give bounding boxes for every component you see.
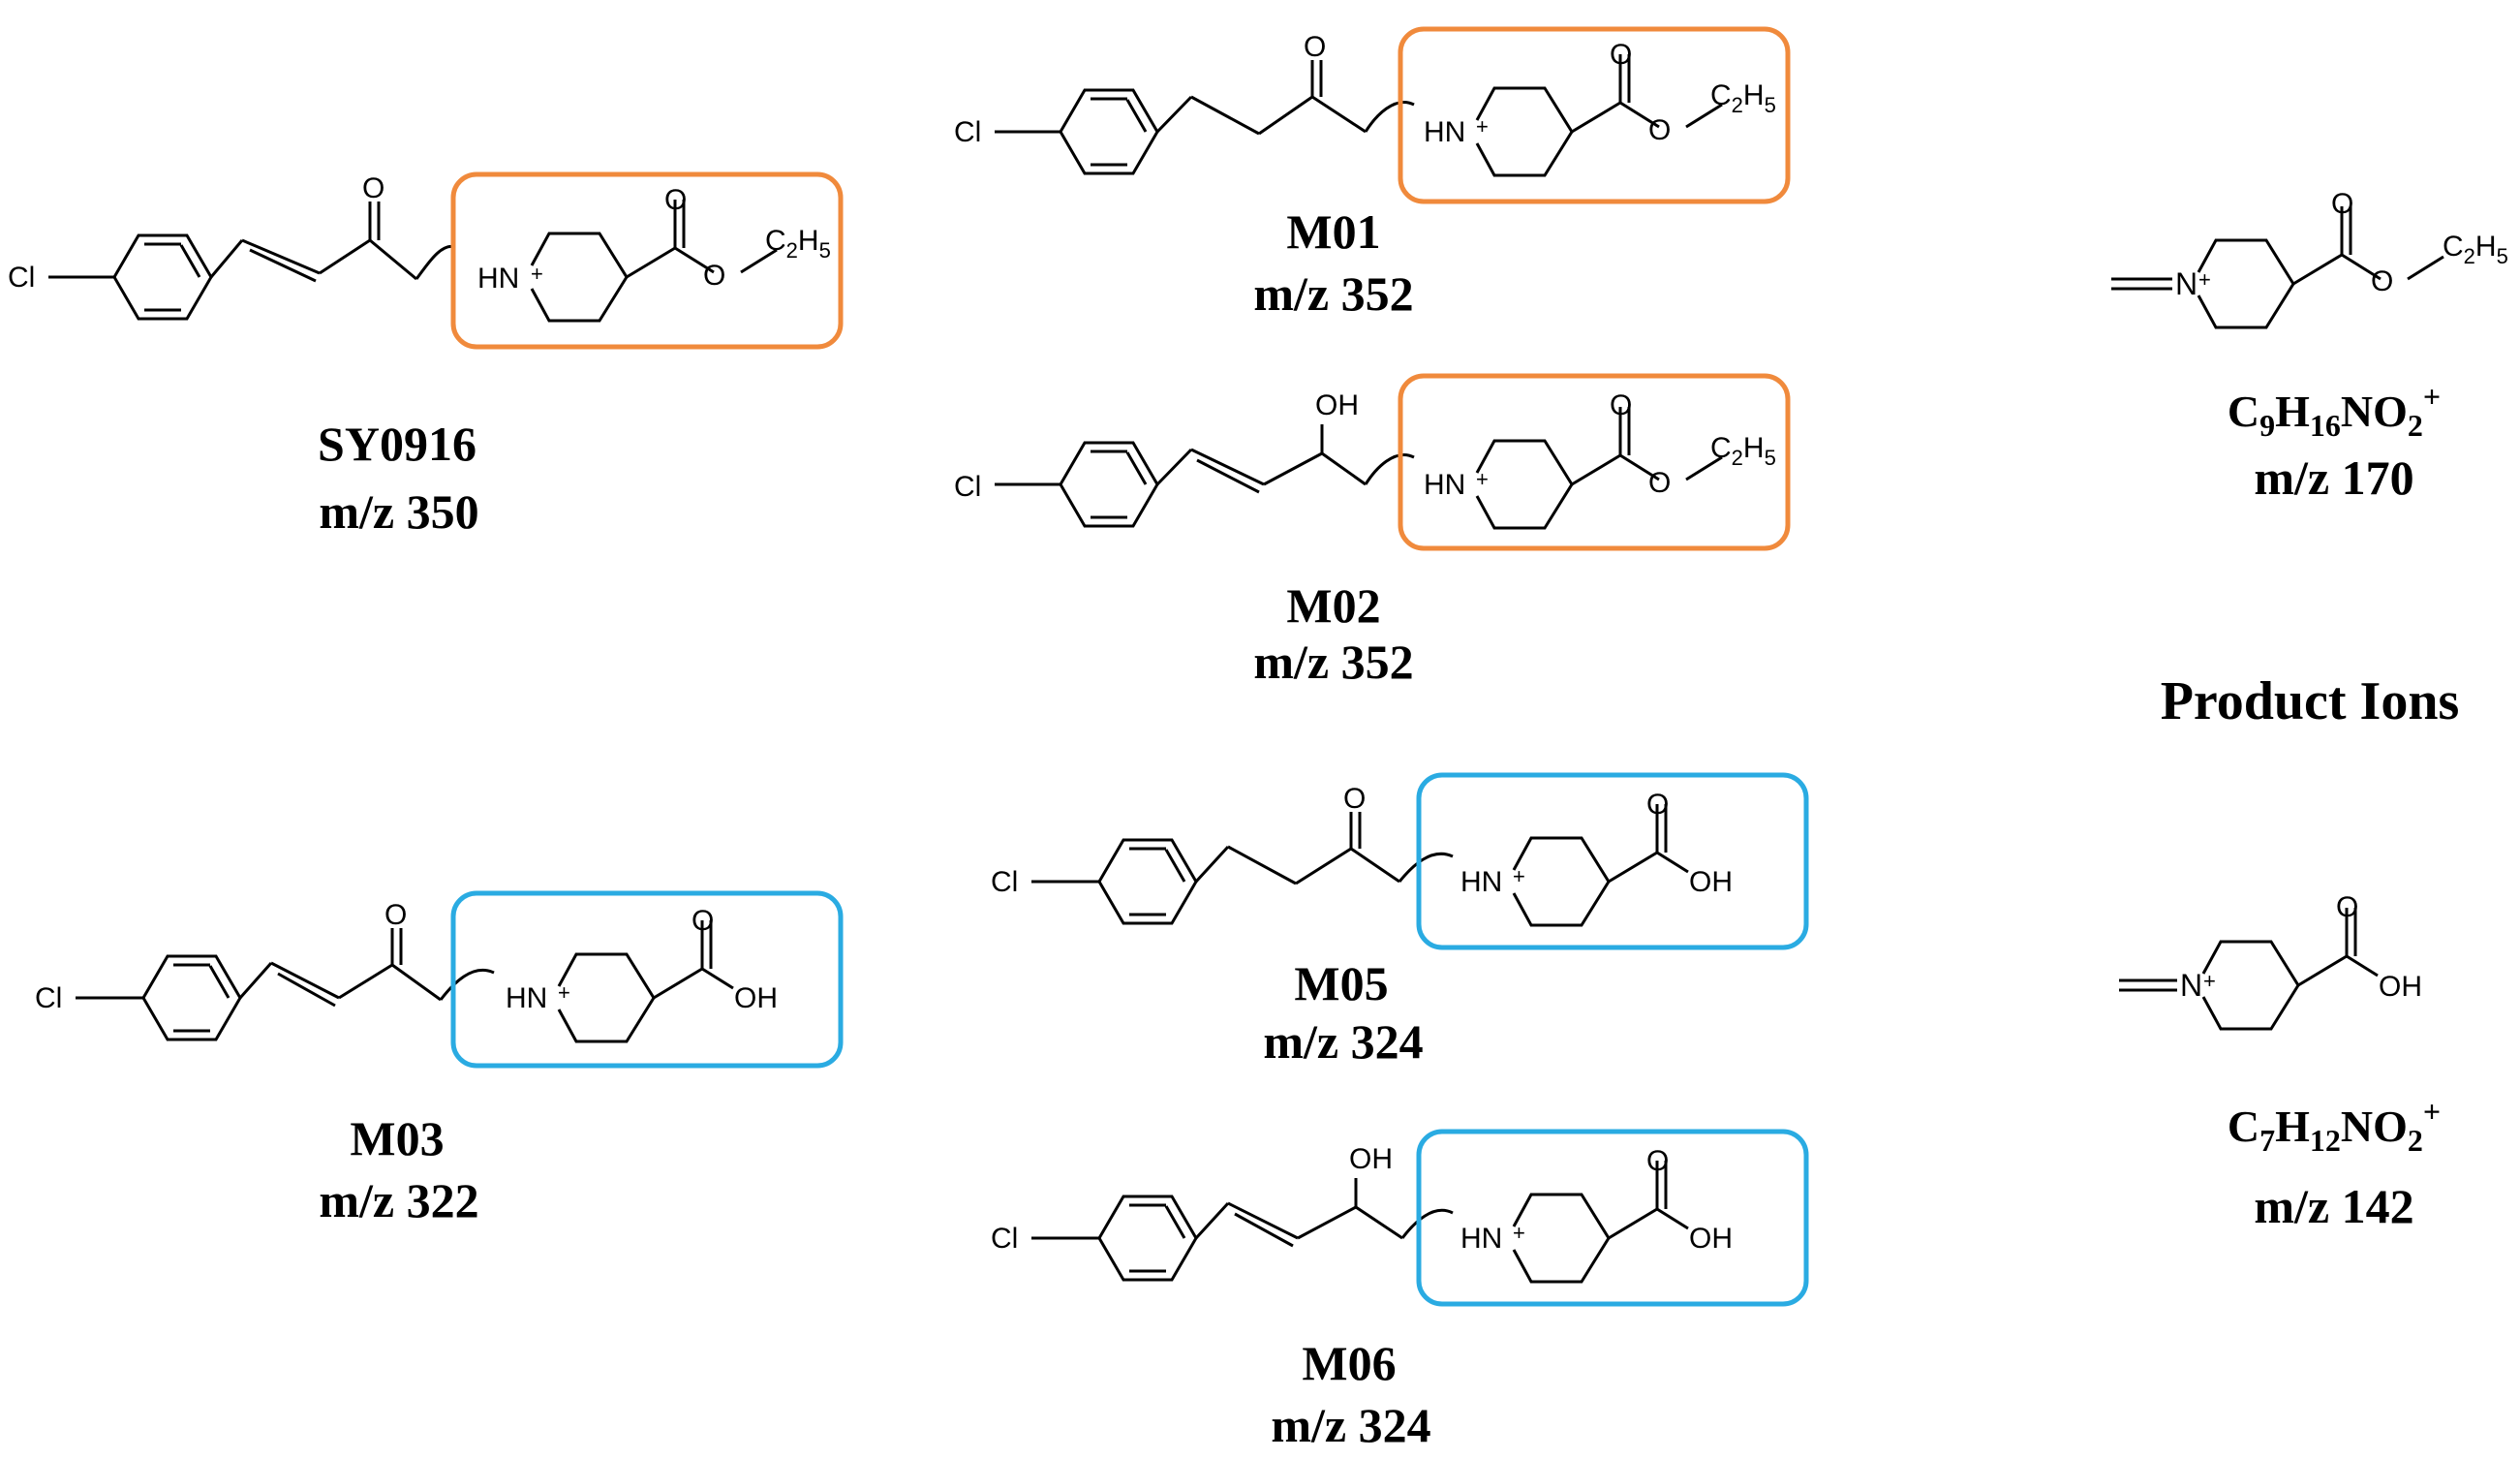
atom-oh: OH <box>1315 389 1359 421</box>
product-ions-heading: Product Ions <box>2161 671 2460 731</box>
structure-m06: Cl OH HN + O OH <box>991 1129 1809 1307</box>
product-ion-ester: N + O O C2H5 <box>2111 188 2508 329</box>
product-ion-acid: N + O OH <box>2119 891 2422 1031</box>
atom-cl: Cl <box>35 982 62 1014</box>
acid-moiety-box <box>450 890 844 1069</box>
structure-m01: Cl O HN + O O C2H5 <box>954 26 1791 204</box>
compound-mz: m/z 350 <box>319 484 478 539</box>
compound-mz: m/z 324 <box>1263 1014 1423 1069</box>
atom-o: O <box>664 184 687 216</box>
compound-id: SY0916 <box>318 417 476 471</box>
atom-o: O <box>362 172 384 204</box>
atom-o: O <box>1304 31 1326 63</box>
atom-hn: HN <box>1424 469 1465 501</box>
ethyl-group: C2H5 <box>765 225 831 263</box>
atom-o: O <box>1610 389 1632 421</box>
charge: + <box>2203 969 2216 993</box>
compound-id: M03 <box>350 1111 444 1165</box>
atom-o: O <box>2331 188 2353 220</box>
atom-o: O <box>2371 265 2393 297</box>
atom-o: O <box>1610 39 1632 71</box>
compound-id: M06 <box>1302 1336 1396 1390</box>
atom-n: N <box>2180 968 2202 1003</box>
ester-moiety-box <box>1398 26 1791 204</box>
charge: + <box>2198 267 2211 292</box>
atom-cl: Cl <box>954 471 981 503</box>
atom-o: O <box>1646 1145 1669 1177</box>
compound-id: M05 <box>1294 956 1388 1010</box>
atom-o: O <box>703 260 725 292</box>
ion-formula: C7H12NO2+ <box>2228 1094 2441 1158</box>
atom-hn: HN <box>506 982 547 1014</box>
atom-oh: OH <box>2379 971 2422 1003</box>
acid-moiety-box <box>1416 1129 1809 1307</box>
structure-m05: Cl O HN + O OH <box>991 772 1809 950</box>
ion-mz: m/z 142 <box>2254 1179 2413 1233</box>
compound-id: M02 <box>1286 578 1380 633</box>
atom-hn: HN <box>1424 116 1465 148</box>
atom-hn: HN <box>1460 1223 1502 1255</box>
atom-o: O <box>1343 783 1366 815</box>
compound-id: M01 <box>1286 204 1380 259</box>
charge: + <box>1513 1221 1525 1245</box>
atom-o: O <box>1648 467 1671 499</box>
compound-mz: m/z 324 <box>1271 1398 1430 1452</box>
atom-hn: HN <box>1460 866 1502 898</box>
structure-m02: Cl OH HN + O O C2H5 <box>954 373 1791 551</box>
structure-sy0916: Cl O HN + O O C2H5 <box>8 171 844 350</box>
atom-oh: OH <box>734 982 778 1014</box>
compound-mz: m/z 352 <box>1253 635 1413 689</box>
ester-moiety-box <box>1398 373 1791 551</box>
atom-o: O <box>1648 114 1671 146</box>
charge: + <box>1476 114 1489 139</box>
atom-cl: Cl <box>991 1223 1018 1255</box>
ester-moiety-box <box>450 171 844 350</box>
atom-cl: Cl <box>991 866 1018 898</box>
ion-formula: C9H16NO2+ <box>2228 379 2441 443</box>
charge: + <box>531 262 543 286</box>
ethyl-group: C2H5 <box>1710 432 1776 470</box>
atom-oh: OH <box>1689 866 1733 898</box>
atom-oh: OH <box>1349 1143 1393 1175</box>
atom-o: O <box>1646 789 1669 821</box>
acid-moiety-box <box>1416 772 1809 950</box>
atom-o: O <box>384 899 407 931</box>
charge: + <box>1513 864 1525 888</box>
charge: + <box>1476 467 1489 491</box>
atom-o: O <box>691 905 714 937</box>
atom-cl: Cl <box>8 262 35 294</box>
structure-m03: Cl O HN + O OH <box>35 890 844 1069</box>
ion-mz: m/z 170 <box>2254 450 2413 505</box>
atom-oh: OH <box>1689 1223 1733 1255</box>
atom-cl: Cl <box>954 116 981 148</box>
ethyl-group: C2H5 <box>2443 231 2508 268</box>
atom-hn: HN <box>477 263 519 295</box>
atom-n: N <box>2175 266 2197 301</box>
charge: + <box>558 980 570 1005</box>
ethyl-group: C2H5 <box>1710 79 1776 117</box>
atom-o: O <box>2336 891 2358 923</box>
compound-mz: m/z 322 <box>319 1173 478 1227</box>
compound-mz: m/z 352 <box>1253 266 1413 321</box>
